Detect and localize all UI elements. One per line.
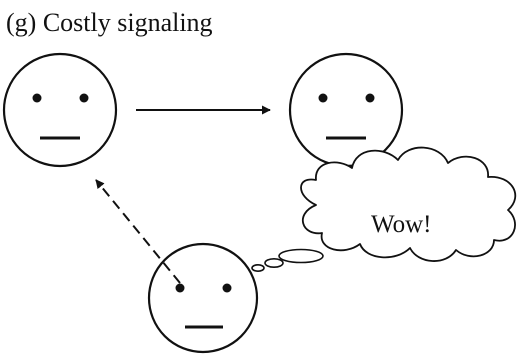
observer-face-outline [147, 242, 259, 354]
observer-dashed-arrow [95, 179, 181, 284]
observer-face [147, 242, 259, 354]
receiver-left-eye [318, 93, 328, 103]
thought-trail [251, 248, 324, 272]
panel-label: (g) Costly signaling [6, 8, 213, 37]
receiver-face-outline [288, 52, 404, 168]
sender-left-eye [32, 93, 42, 103]
observer-right-eye [222, 283, 232, 293]
thought-trail-dot-medium [264, 257, 284, 268]
thought-trail-dot-large [278, 248, 324, 264]
observer-left-eye [175, 283, 185, 293]
thought-cloud-outline [300, 146, 517, 262]
sender-face-outline [2, 52, 118, 168]
thought-trail-dot-small [251, 263, 265, 272]
receiver-face [288, 52, 404, 168]
sender-face [2, 52, 118, 168]
receiver-right-eye [365, 93, 375, 103]
thought-cloud-text: Wow! [371, 211, 431, 238]
sender-right-eye [79, 93, 89, 103]
thought-cloud: Wow! [300, 146, 517, 262]
